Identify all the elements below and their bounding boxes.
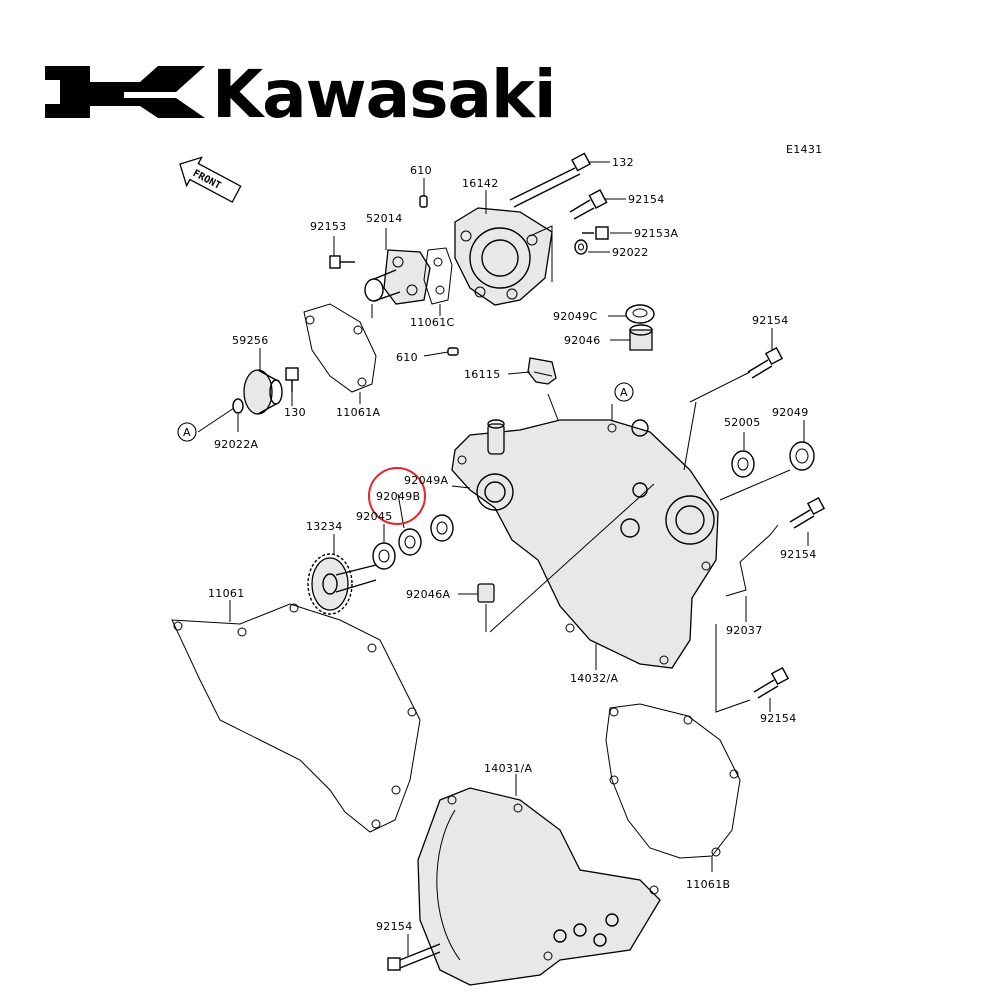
bolt-92153	[329, 255, 355, 269]
bracket-lines	[371, 225, 791, 713]
diagram-code: E1431	[786, 143, 822, 156]
dowel-pin-610-top	[419, 195, 428, 208]
svg-text:A: A	[183, 426, 191, 439]
kawasaki-k-emblem-icon	[45, 66, 205, 118]
bearing-52005	[731, 450, 755, 478]
label-11061: 11061	[208, 587, 245, 600]
oil-seal-92049b	[398, 528, 422, 556]
label-92022a: 92022A	[214, 438, 258, 451]
label-92154-upper-right: 92154	[752, 314, 789, 327]
bolt-132	[509, 152, 591, 208]
bolt-130	[285, 367, 299, 392]
gasket-11061b	[605, 703, 741, 859]
label-11061a: 11061A	[336, 406, 380, 419]
label-92049b: 92049B	[376, 490, 420, 503]
brand-wordmark: Kawasaki	[212, 56, 556, 133]
label-92049: 92049	[772, 406, 809, 419]
label-59256: 59256	[232, 334, 269, 347]
oil-seal-92049	[789, 441, 815, 471]
bolt-92154-top	[569, 189, 608, 220]
label-52014: 52014	[366, 212, 403, 225]
label-92049a: 92049A	[404, 474, 448, 487]
label-11061c: 11061C	[410, 316, 454, 329]
label-13234: 13234	[306, 520, 343, 533]
clutch-cover-14032a	[451, 419, 719, 669]
kawasaki-logo: Kawasaki	[45, 56, 557, 133]
label-92046a: 92046A	[406, 588, 450, 601]
water-pipe-52014	[364, 249, 431, 305]
label-92049c: 92049C	[553, 310, 597, 323]
gasket-11061a	[303, 303, 377, 393]
label-16142: 16142	[462, 177, 499, 190]
needle-bearing-92046	[629, 324, 653, 351]
label-92154-bottom: 92154	[376, 920, 413, 933]
highlight-circle	[368, 467, 426, 525]
svg-text:A: A	[620, 386, 628, 399]
bolt-92154-mid-right	[789, 496, 826, 529]
magneto-cover-14031a	[417, 787, 661, 986]
label-14031a: 14031/A	[484, 762, 532, 775]
callout-a-left: A	[177, 422, 197, 442]
label-92153a: 92153A	[634, 227, 678, 240]
label-16115: 16115	[464, 368, 501, 381]
bolt-92154-lower-right	[753, 666, 790, 699]
gear-13234	[307, 553, 377, 615]
water-pump-cover	[454, 207, 553, 306]
bearing-92045	[372, 542, 396, 570]
label-92045: 92045	[356, 510, 393, 523]
label-130: 130	[284, 406, 306, 419]
label-92022: 92022	[612, 246, 649, 259]
label-610-top: 610	[410, 164, 432, 177]
label-92037: 92037	[726, 624, 763, 637]
part-labels: 132 610 16142 92154 92153 52014 92153A 9…	[208, 156, 817, 933]
dowel-pin-610-bottom	[447, 347, 459, 356]
label-92154-top: 92154	[628, 193, 665, 206]
bolt-92154-upper-right	[747, 346, 784, 379]
label-610-bottom: 610	[396, 351, 418, 364]
label-11061b: 11061B	[686, 878, 730, 891]
gasket-11061c	[423, 247, 453, 305]
gasket-11061	[171, 603, 421, 833]
clip-92037	[725, 524, 779, 597]
washer-92022	[574, 239, 588, 255]
front-arrow-icon: FRONT	[179, 156, 242, 203]
oil-seal-92049a	[430, 514, 454, 542]
impeller-59256	[232, 369, 283, 415]
label-92153: 92153	[310, 220, 347, 233]
bolt-92154-bottom	[387, 943, 441, 971]
leader-lines	[197, 161, 809, 956]
oil-seal-92049c	[625, 304, 655, 324]
callout-a-right: A	[614, 382, 634, 402]
oil-cap-16115	[527, 357, 557, 385]
label-132: 132	[612, 156, 634, 169]
needle-bearing-92046a	[477, 583, 495, 603]
label-92154-lower-right: 92154	[760, 712, 797, 725]
label-92154-mid-right: 92154	[780, 548, 817, 561]
label-52005: 52005	[724, 416, 761, 429]
label-92046: 92046	[564, 334, 601, 347]
label-14032a: 14032/A	[570, 672, 618, 685]
bolt-92153a	[582, 226, 609, 240]
